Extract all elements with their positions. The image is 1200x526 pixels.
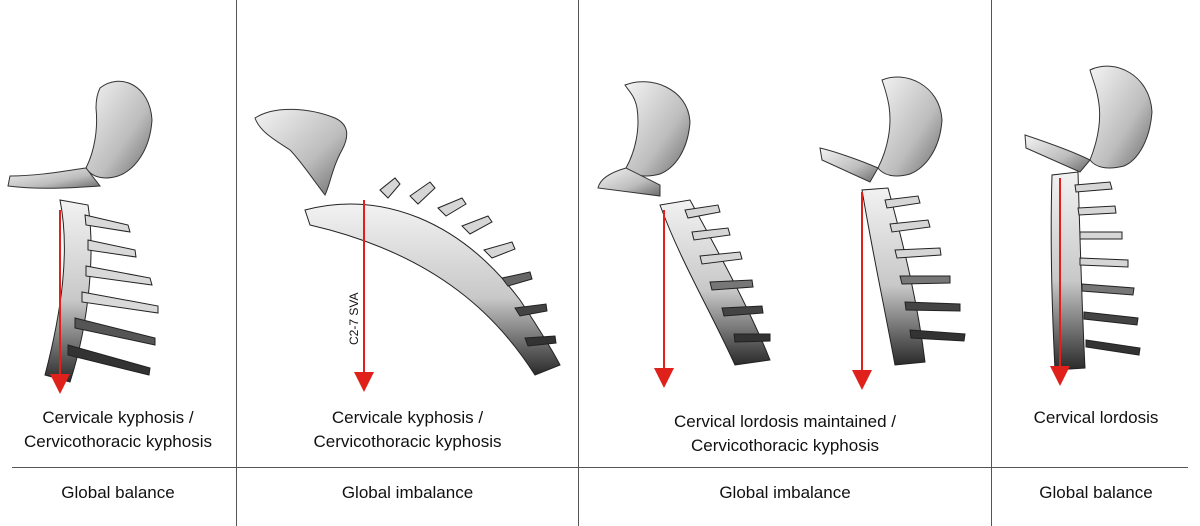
cervical-spine-icon xyxy=(305,178,560,375)
caption-line: Cervical lordosis maintained / xyxy=(579,410,991,434)
panel-3-caption: Cervical lordosis maintained / Cervicoth… xyxy=(579,410,991,458)
panel-3-status: Global imbalance xyxy=(579,483,991,503)
caption-line: Cervicothoracic kyphosis xyxy=(237,430,578,454)
c2-7-sva-label: C2-7 SVA xyxy=(347,293,361,345)
caption-line: Cervicale kyphosis / xyxy=(237,406,578,430)
panel-2-status: Global imbalance xyxy=(237,483,578,503)
caption-line: Cervicale kyphosis / xyxy=(0,406,236,430)
panel-4-caption: Cervical lordosis xyxy=(992,406,1200,430)
skull-icon xyxy=(8,81,152,188)
panel-2-caption: Cervicale kyphosis / Cervicothoracic kyp… xyxy=(237,406,578,454)
panel-4-status: Global balance xyxy=(992,483,1200,503)
cervical-spine-icon xyxy=(45,200,158,382)
cervical-spine-icon xyxy=(660,200,770,365)
panel-1-status: Global balance xyxy=(0,483,236,503)
panel-1-caption: Cervicale kyphosis / Cervicothoracic kyp… xyxy=(0,406,236,454)
caption-line: Cervicothoracic kyphosis xyxy=(579,434,991,458)
skull-icon xyxy=(255,109,347,195)
skull-icon xyxy=(1025,66,1152,172)
caption-line: Cervical lordosis xyxy=(992,406,1200,430)
caption-line: Cervicothoracic kyphosis xyxy=(0,430,236,454)
skull-icon xyxy=(598,82,690,196)
cervical-spine-icon xyxy=(862,188,965,365)
cervical-spine-icon xyxy=(1051,172,1140,370)
skull-icon xyxy=(820,77,942,182)
